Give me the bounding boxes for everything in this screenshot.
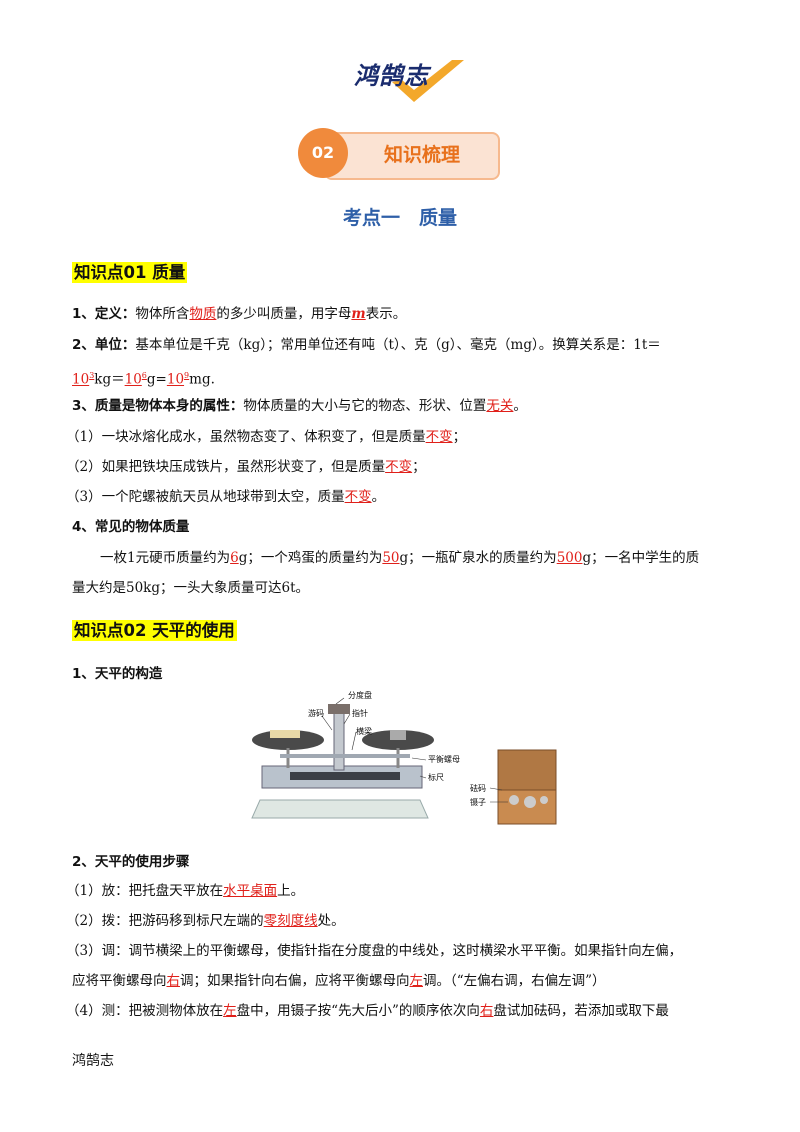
- s2-end: 处。: [317, 913, 345, 929]
- ex1-end: ；: [452, 429, 467, 445]
- label-tweezers: 镊子: [470, 798, 486, 807]
- step-3-line2: 应将平衡螺母向右调；如果指针向右偏，应将平衡螺母向左调。（“左偏右调，右偏左调”…: [72, 971, 606, 991]
- ex2-answer: 不变: [385, 459, 413, 475]
- unit-sup-2: 6: [141, 371, 147, 380]
- ex3-answer: 不变: [344, 489, 372, 505]
- common-answer-3: 500: [556, 550, 583, 566]
- section-banner: 02 知识梳理: [298, 128, 500, 180]
- step-1: （1）放：把托盘天平放在水平桌面上。: [66, 881, 304, 901]
- prop-answer: 无关: [486, 398, 514, 414]
- common-head: 4、常见的物体质量: [72, 519, 190, 535]
- kp1-common-line2: 量大约是50kg；一头大象质量可达6t。: [72, 578, 309, 598]
- unit-answer-3: 10: [166, 371, 185, 388]
- s3-text-e: 调。（“左偏右调，右偏左调”）: [423, 973, 606, 989]
- s4-text-c: 盘试加砝码，若添加或取下最: [493, 1003, 669, 1019]
- step-3-line1: （3）调：调节横梁上的平衡螺母，使指针指在分度盘的中线处，这时横梁水平平衡。如果…: [66, 941, 682, 961]
- balance-illustration: [251, 697, 557, 825]
- kp1-example-2: （2）如果把铁块压成铁片，虽然形状变了，但是质量不变；: [66, 457, 426, 477]
- balance-diagram: 分度盘 游码 指针 横梁 平衡螺母 标尺 砝码 镊子: [240, 690, 570, 835]
- page-footer: 鸿鹄志: [72, 1053, 114, 1069]
- common-text-d: g；一名中学生的质: [582, 550, 700, 566]
- ex2-text: （2）如果把铁块压成铁片，虽然形状变了，但是质量: [66, 459, 386, 475]
- s3-text-c: 应将平衡螺母向: [72, 973, 167, 989]
- unit-text-d: mg.: [189, 371, 215, 388]
- ex1-answer: 不变: [425, 429, 453, 445]
- common-text-e: 量大约是50kg；一头大象质量可达6t。: [72, 580, 310, 596]
- kp1-example-3: （3）一个陀螺被航天员从地球带到太空，质量不变。: [66, 487, 385, 507]
- kp1-definition: 1、定义：物体所含物质的多少叫质量，用字母m表示。: [72, 304, 406, 324]
- kp2-title: 知识点02 天平的使用: [72, 620, 237, 641]
- s4-answer-2: 右: [479, 1003, 494, 1019]
- s3-text-d: 调；如果指针向右偏，应将平衡螺母向: [180, 973, 410, 989]
- banner-title: 知识梳理: [384, 144, 461, 166]
- s1-end: 上。: [277, 883, 305, 899]
- kp2-structure-head: 1、天平的构造: [72, 664, 162, 684]
- steps-head: 2、天平的使用步骤: [72, 854, 190, 870]
- def-answer-2: m: [351, 306, 366, 322]
- ex3-text: （3）一个陀螺被航天员从地球带到太空，质量: [66, 489, 345, 505]
- s3-answer-1: 右: [166, 973, 181, 989]
- kp1-property: 3、质量是物体本身的属性：物体质量的大小与它的物态、形状、位置无关。: [72, 396, 527, 416]
- label-scale: 标尺: [428, 773, 444, 782]
- brand-logo: 鸿鹄志: [352, 50, 472, 110]
- label-nut: 平衡螺母: [428, 755, 460, 764]
- s4-answer-1: 左: [223, 1003, 237, 1019]
- kp1-example-1: （1）一块冰熔化成水，虽然物态变了、体积变了，但是质量不变；: [66, 427, 466, 447]
- prop-text-b: 。: [513, 398, 527, 414]
- kp1-unit-line1: 2、单位：基本单位是千克（kg）；常用单位还有吨（t）、克（g）、毫克（mg）。…: [72, 335, 661, 355]
- kp1-title: 知识点01 质量: [72, 262, 188, 283]
- step-2: （2）拨：把游码移到标尺左端的零刻度线处。: [66, 911, 345, 931]
- prop-text-a: 物体质量的大小与它的物态、形状、位置: [243, 398, 487, 414]
- banner-number: 02: [298, 128, 348, 178]
- kp1-common-head: 4、常见的物体质量: [72, 517, 189, 537]
- s2-text: （2）拨：把游码移到标尺左端的: [66, 913, 264, 929]
- unit-answer-1: 10: [72, 371, 90, 388]
- s4-text-b: 盘中，用镊子按“先大后小”的顺序依次向: [236, 1003, 480, 1019]
- label-beam: 横梁: [356, 727, 372, 736]
- def-text-a: 物体所含: [135, 306, 190, 322]
- unit-text-b: kg＝: [94, 371, 125, 388]
- step-4: （4）测：把被测物体放在左盘中，用镊子按“先大后小”的顺序依次向右盘试加砝码，若…: [66, 1001, 669, 1021]
- s3-text-a: （3）调：调节横梁上的平衡螺母，使指针指在分度盘的中线处，这时横梁水平平衡。如果…: [66, 943, 683, 959]
- section-title: 考点一 质量: [342, 207, 457, 229]
- unit-answer-2: 10: [124, 371, 142, 388]
- ex1-text: （1）一块冰熔化成水，虽然物态变了、体积变了，但是质量: [66, 429, 426, 445]
- def-head: 1、定义：: [72, 306, 136, 322]
- def-answer-1: 物质: [189, 306, 217, 322]
- kp1-unit-line2: 103kg＝106g=109mg.: [72, 366, 215, 390]
- def-text-c: 表示。: [365, 306, 407, 322]
- s1-text: （1）放：把托盘天平放在: [66, 883, 224, 899]
- label-rider: 游码: [308, 709, 324, 718]
- common-answer-1: 6: [230, 550, 239, 566]
- logo-text: 鸿鹄志: [354, 62, 429, 90]
- unit-sup-3: 9: [184, 371, 190, 380]
- struct-head: 1、天平的构造: [72, 666, 163, 682]
- unit-head: 2、单位：: [72, 337, 136, 353]
- ex3-end: 。: [371, 489, 386, 505]
- s1-answer: 水平桌面: [223, 883, 278, 899]
- unit-sup-1: 3: [89, 371, 95, 380]
- kp1-common-line1: 一枚1元硬币质量约为6g；一个鸡蛋的质量约为50g；一瓶矿泉水的质量约为500g…: [100, 548, 699, 568]
- kp1-heading: 知识点01 质量: [72, 259, 188, 283]
- common-text-b: g；一个鸡蛋的质量约为: [238, 550, 383, 566]
- common-answer-2: 50: [382, 550, 400, 566]
- unit-text-c: g=: [146, 371, 167, 388]
- unit-text-a: 基本单位是千克（kg）；常用单位还有吨（t）、克（g）、毫克（mg）。换算关系是…: [135, 337, 661, 353]
- common-text-a: 一枚1元硬币质量约为: [100, 550, 231, 566]
- kp2-steps-head: 2、天平的使用步骤: [72, 852, 189, 872]
- logo-check-icon: [392, 60, 464, 102]
- label-weights: 砝码: [470, 784, 486, 793]
- kp2-heading: 知识点02 天平的使用: [72, 617, 237, 641]
- ex2-end: ；: [412, 459, 426, 475]
- common-text-c: g；一瓶矿泉水的质量约为: [399, 550, 557, 566]
- def-text-b: 的多少叫质量，用字母: [216, 306, 352, 322]
- s4-text-a: （4）测：把被测物体放在: [66, 1003, 224, 1019]
- prop-head: 3、质量是物体本身的属性：: [72, 398, 244, 414]
- s2-answer: 零刻度线: [263, 913, 318, 929]
- label-pointer: 指针: [352, 709, 368, 718]
- s3-answer-2: 左: [409, 973, 424, 989]
- label-dial: 分度盘: [348, 691, 372, 700]
